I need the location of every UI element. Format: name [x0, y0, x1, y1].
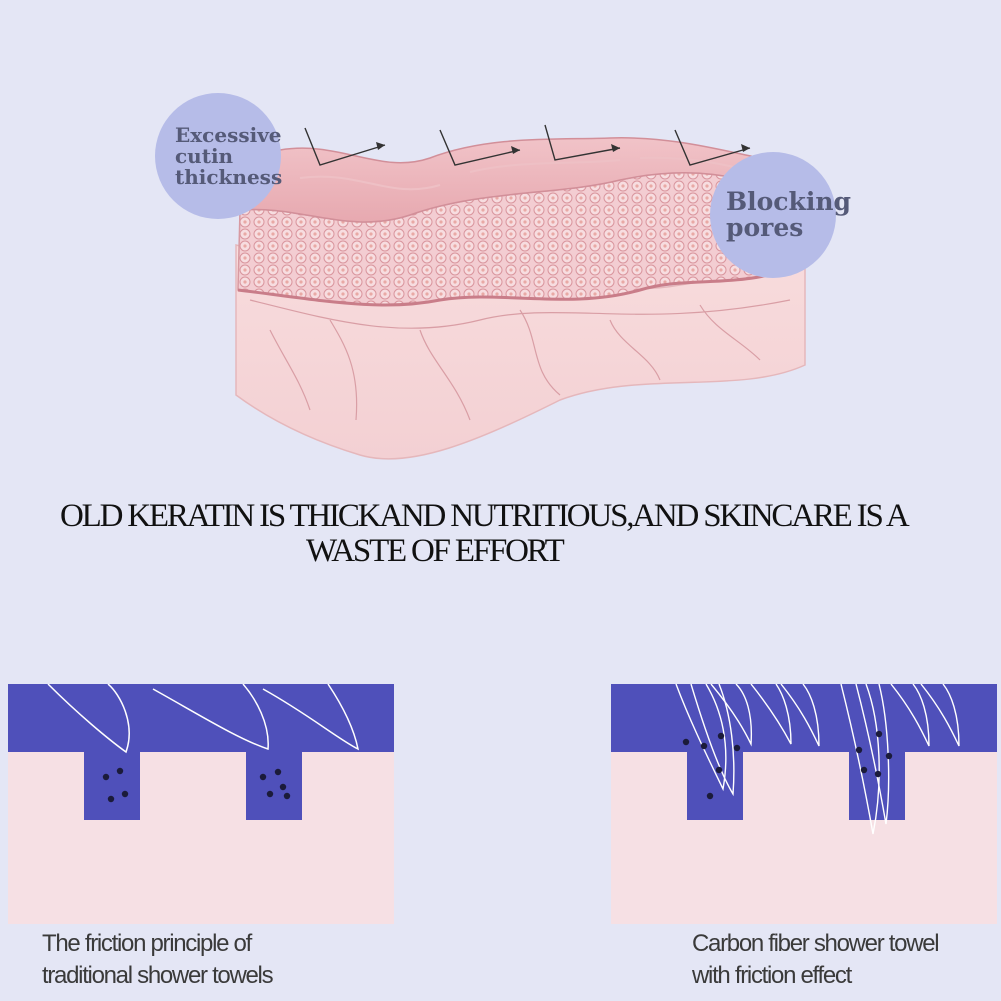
skin-block — [611, 752, 997, 924]
caption-line: The friction principle of — [42, 930, 252, 957]
traditional-towel-diagram — [8, 684, 394, 924]
callout-excessive-cutin-thickness: Excessive cutin thickness — [155, 93, 283, 219]
caption-traditional-towel: The friction principle of traditional sh… — [42, 928, 274, 992]
towel-fibers — [675, 684, 960, 835]
pore-left — [84, 752, 140, 820]
skin-block — [8, 752, 394, 924]
callout-line: pores — [726, 213, 804, 242]
towel-block — [8, 684, 394, 752]
callout-line: Blocking — [726, 186, 851, 216]
caption-line: Carbon fiber shower towel — [692, 930, 940, 957]
arrow-icons — [304, 124, 751, 166]
headline-line-1: OLD KERATIN IS THICKAND NUTRITIOUS,AND S… — [60, 498, 910, 534]
caption-line: with friction effect — [692, 962, 852, 989]
pore-left — [687, 752, 743, 820]
skin-layer-illustration — [235, 124, 806, 460]
callout-line: cutin — [175, 143, 234, 168]
dirt-particles — [102, 767, 291, 803]
towel-fibers — [47, 684, 360, 754]
dirt-particles — [682, 730, 893, 800]
callout-line: Excessive — [175, 122, 282, 147]
pore-right — [246, 752, 302, 820]
callout-line: thickness — [175, 164, 283, 189]
carbon-fiber-towel-diagram — [611, 684, 997, 924]
caption-carbon-fiber-towel: Carbon fiber shower towel with friction … — [692, 928, 940, 992]
callout-blocking-pores: Blocking pores — [710, 152, 851, 278]
headline-line-2: WASTE OF EFFORT — [306, 533, 565, 569]
caption-line: traditional shower towels — [42, 962, 274, 989]
